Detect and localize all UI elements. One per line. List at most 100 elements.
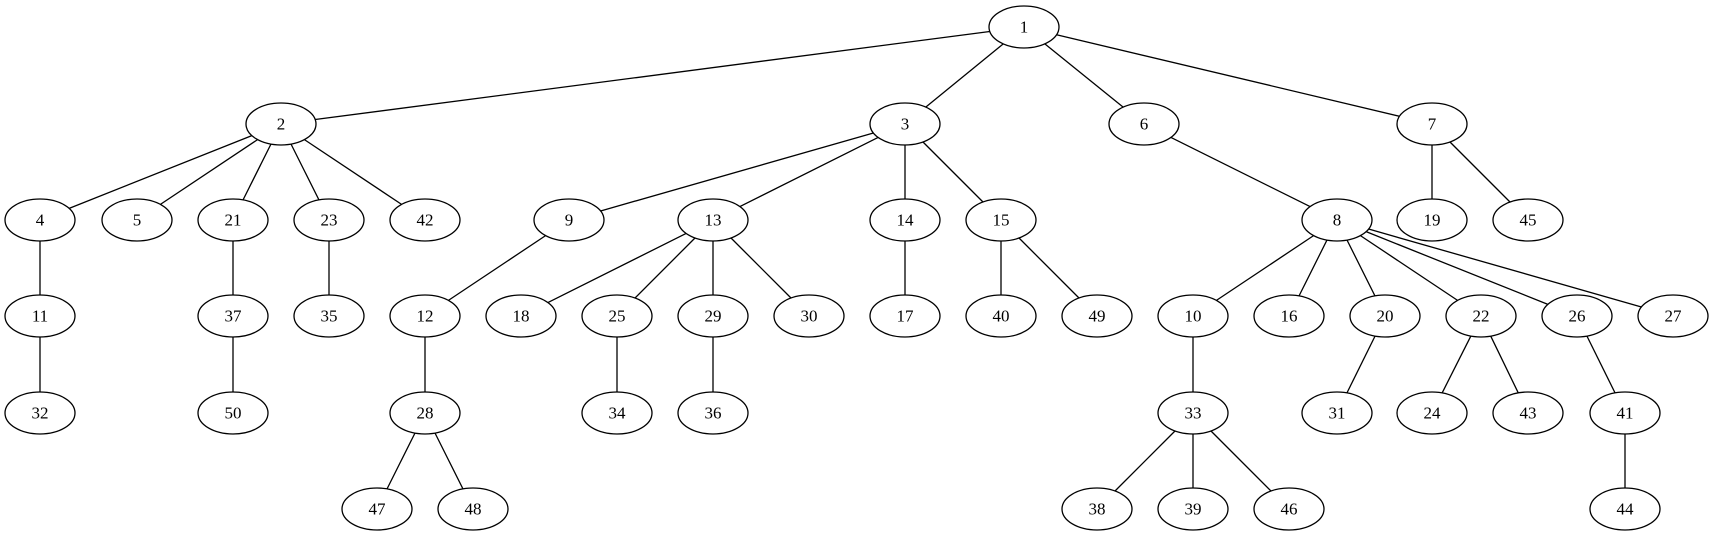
node-label: 23 [321,211,338,230]
node-33: 33 [1157,391,1229,435]
edge-7-45 [1449,141,1511,203]
node-label: 4 [36,211,45,230]
node-ellipse [197,391,269,435]
node-ellipse [389,294,461,338]
node-ellipse [1157,487,1229,531]
node-ellipse [677,391,749,435]
node-label: 13 [705,211,722,230]
node-ellipse [1396,102,1468,146]
node-label: 40 [993,307,1010,326]
node-label: 18 [513,307,530,326]
node-label: 7 [1428,115,1437,134]
node-24: 24 [1396,391,1468,435]
node-ellipse [1108,102,1180,146]
node-ellipse [4,391,76,435]
node-label: 39 [1185,500,1202,519]
node-label: 19 [1424,211,1441,230]
node-39: 39 [1157,487,1229,531]
node-label: 48 [465,500,482,519]
node-label: 1 [1020,18,1029,37]
node-label: 43 [1520,404,1537,423]
node-ellipse [1396,391,1468,435]
edge-2-4 [68,135,253,209]
node-label: 36 [705,404,722,423]
node-label: 31 [1329,404,1346,423]
node-ellipse [1396,198,1468,242]
node-ellipse [437,487,509,531]
node-ellipse [1589,391,1661,435]
edge-6-8 [1170,136,1311,208]
node-25: 25 [581,294,653,338]
node-label: 37 [225,307,243,326]
node-7: 7 [1396,102,1468,146]
edge-22-43 [1490,335,1519,394]
edge-3-13 [739,136,879,208]
node-label: 15 [993,211,1010,230]
edge-8-27 [1368,228,1642,308]
node-ellipse [197,198,269,242]
edge-13-30 [730,237,792,299]
node-ellipse [293,198,365,242]
node-2: 2 [245,102,317,146]
node-44: 44 [1589,487,1661,531]
edge-1-6 [1044,43,1124,108]
node-ellipse [485,294,557,338]
edge-20-31 [1346,335,1376,394]
node-label: 25 [609,307,626,326]
node-label: 41 [1617,404,1634,423]
edge-28-48 [434,432,464,490]
node-ellipse [1157,391,1229,435]
node-ellipse [1492,391,1564,435]
node-label: 46 [1281,500,1298,519]
node-ellipse [1541,294,1613,338]
node-label: 27 [1665,307,1683,326]
node-3: 3 [869,102,941,146]
node-40: 40 [965,294,1037,338]
node-label: 45 [1520,211,1537,230]
node-ellipse [1253,487,1325,531]
edge-2-23 [290,143,320,201]
node-ellipse [4,198,76,242]
edge-2-21 [242,143,272,201]
node-42: 42 [389,198,461,242]
node-ellipse [4,294,76,338]
node-ellipse [533,198,605,242]
edge-15-49 [1018,237,1080,299]
node-label: 30 [801,307,818,326]
node-label: 42 [417,211,434,230]
node-22: 22 [1445,294,1517,338]
node-17: 17 [869,294,941,338]
edge-33-46 [1210,430,1272,492]
node-label: 24 [1424,404,1442,423]
node-ellipse [581,294,653,338]
node-ellipse [677,198,749,242]
edge-8-22 [1360,235,1458,301]
node-ellipse [197,294,269,338]
node-16: 16 [1253,294,1325,338]
node-41: 41 [1589,391,1661,435]
node-ellipse [1301,198,1373,242]
node-31: 31 [1301,391,1373,435]
node-ellipse [245,102,317,146]
node-ellipse [293,294,365,338]
node-label: 29 [705,307,722,326]
node-21: 21 [197,198,269,242]
edge-8-20 [1346,239,1376,297]
edge-layer [39,30,1642,492]
node-ellipse [1445,294,1517,338]
edge-8-10 [1216,235,1314,301]
node-ellipse [1349,294,1421,338]
node-4: 4 [4,198,76,242]
node-label: 47 [369,500,387,519]
node-19: 19 [1396,198,1468,242]
node-label: 10 [1185,307,1202,326]
node-ellipse [101,198,173,242]
node-label: 49 [1089,307,1106,326]
node-11: 11 [4,294,76,338]
node-ellipse [1157,294,1229,338]
node-50: 50 [197,391,269,435]
node-35: 35 [293,294,365,338]
edge-2-42 [304,139,402,205]
node-ellipse [1492,198,1564,242]
